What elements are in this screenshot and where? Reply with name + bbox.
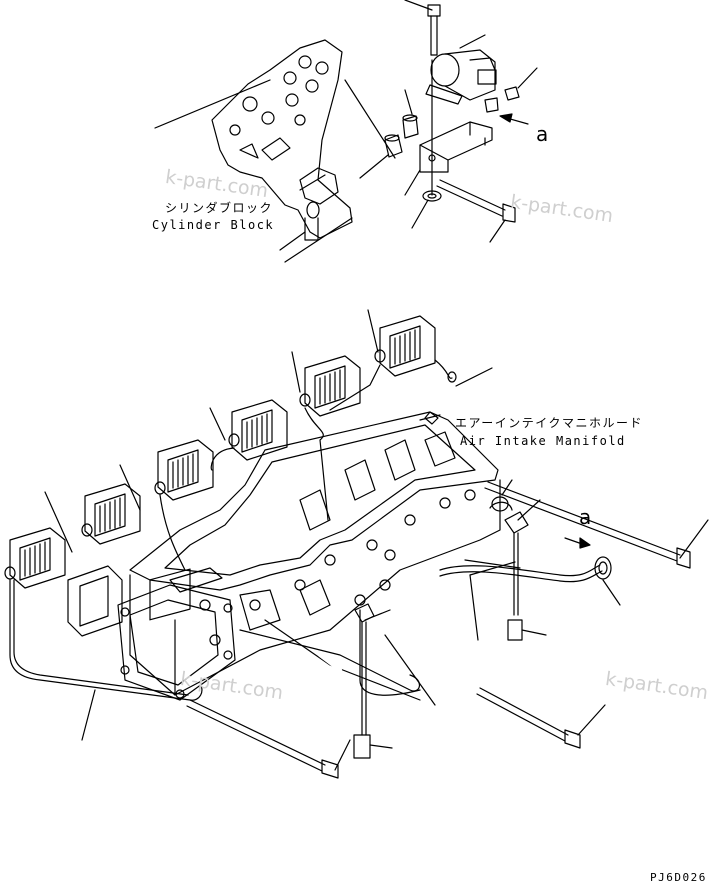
cylinder-block-label-jp: シリンダブロック	[165, 201, 274, 215]
clamp-parts	[354, 479, 541, 736]
intake-pipe	[439, 537, 621, 606]
wiring-harness	[9, 579, 421, 741]
gasket-plate	[67, 565, 123, 637]
mounting-bracket	[404, 59, 493, 229]
cylinder-block-label-en: Cylinder Block	[152, 218, 275, 232]
drawing-code: PJ6D026	[650, 871, 707, 884]
heater-units	[4, 309, 493, 589]
air-intake-label-en: Air Intake Manifold	[460, 434, 626, 448]
spacer-parts	[359, 89, 419, 179]
view-a-marker-bottom: a	[579, 505, 592, 529]
intake-manifold	[117, 411, 501, 701]
long-bolts-lower	[186, 481, 709, 779]
short-bolts-lower	[353, 619, 547, 759]
cylinder-block-bracket	[154, 39, 396, 263]
long-bolt-top	[436, 179, 516, 243]
top-bolt	[404, 0, 441, 56]
solenoid-relay	[425, 34, 538, 125]
air-intake-label-jp: エアーインテイクマニホルード	[455, 416, 644, 430]
view-a-marker-top: a	[536, 122, 549, 146]
